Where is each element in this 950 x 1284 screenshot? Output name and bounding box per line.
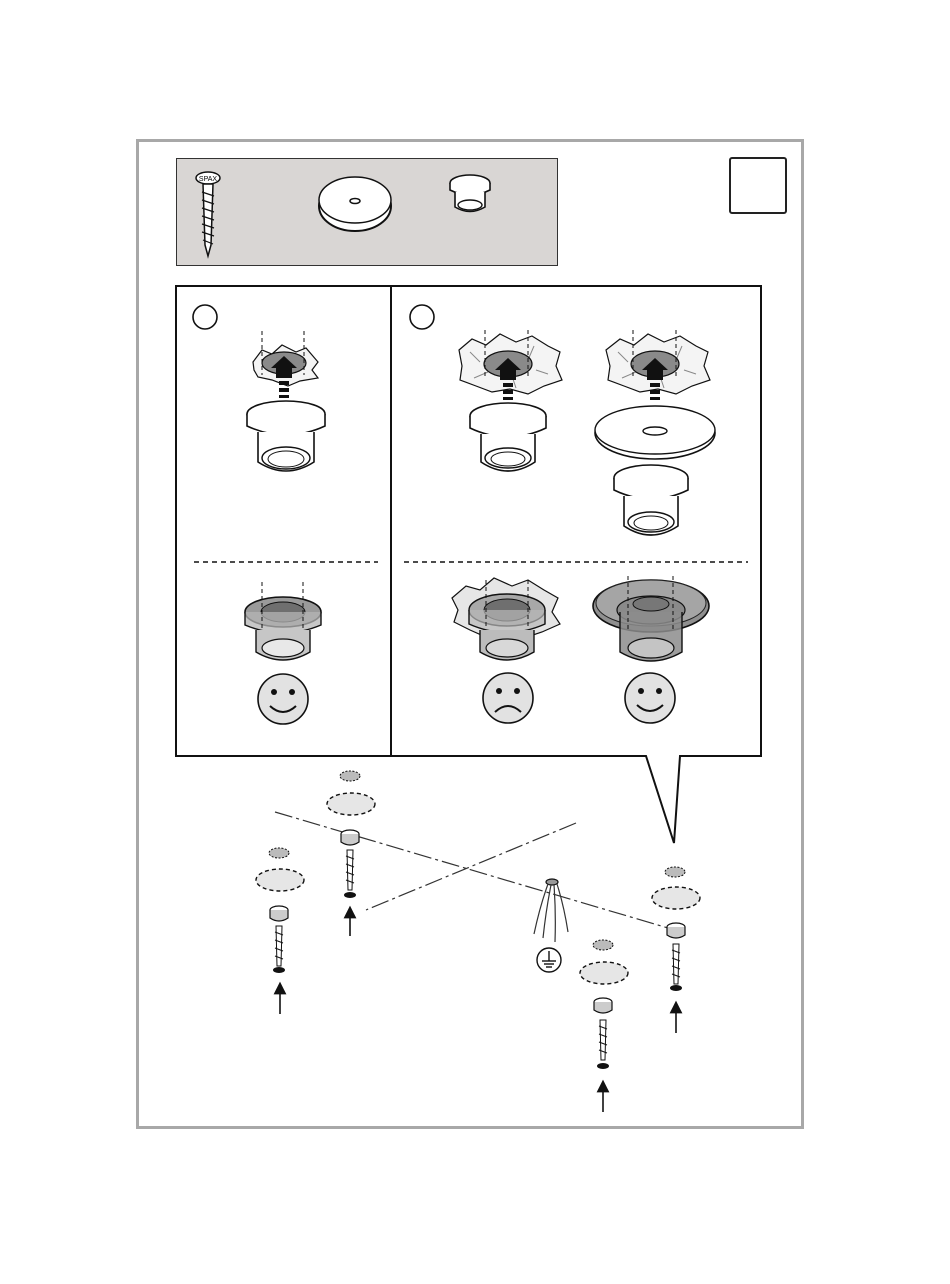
flanged-sleeve-icon bbox=[450, 175, 490, 212]
mounting-point bbox=[652, 867, 700, 1033]
option-b-marker bbox=[410, 305, 434, 329]
smiley-happy-icon bbox=[258, 674, 308, 724]
disc-washer-icon bbox=[595, 406, 715, 459]
flanged-sleeve-icon bbox=[614, 465, 688, 535]
ground-icon bbox=[537, 948, 561, 972]
smiley-sad-icon bbox=[483, 673, 533, 723]
flanged-sleeve-icon bbox=[247, 401, 325, 471]
option-a-marker bbox=[193, 305, 217, 329]
ceiling-centerlines bbox=[275, 812, 668, 928]
smiley-happy-icon bbox=[625, 673, 675, 723]
svg-text:SPAX: SPAX bbox=[199, 176, 217, 183]
screw-icon: SPAX bbox=[196, 172, 220, 256]
power-wires bbox=[534, 879, 568, 942]
disc-washer-icon bbox=[319, 177, 391, 231]
mounting-point bbox=[580, 940, 628, 1112]
mounting-point bbox=[256, 848, 304, 1014]
mounting-point bbox=[327, 771, 375, 936]
flanged-sleeve-icon bbox=[470, 403, 546, 471]
